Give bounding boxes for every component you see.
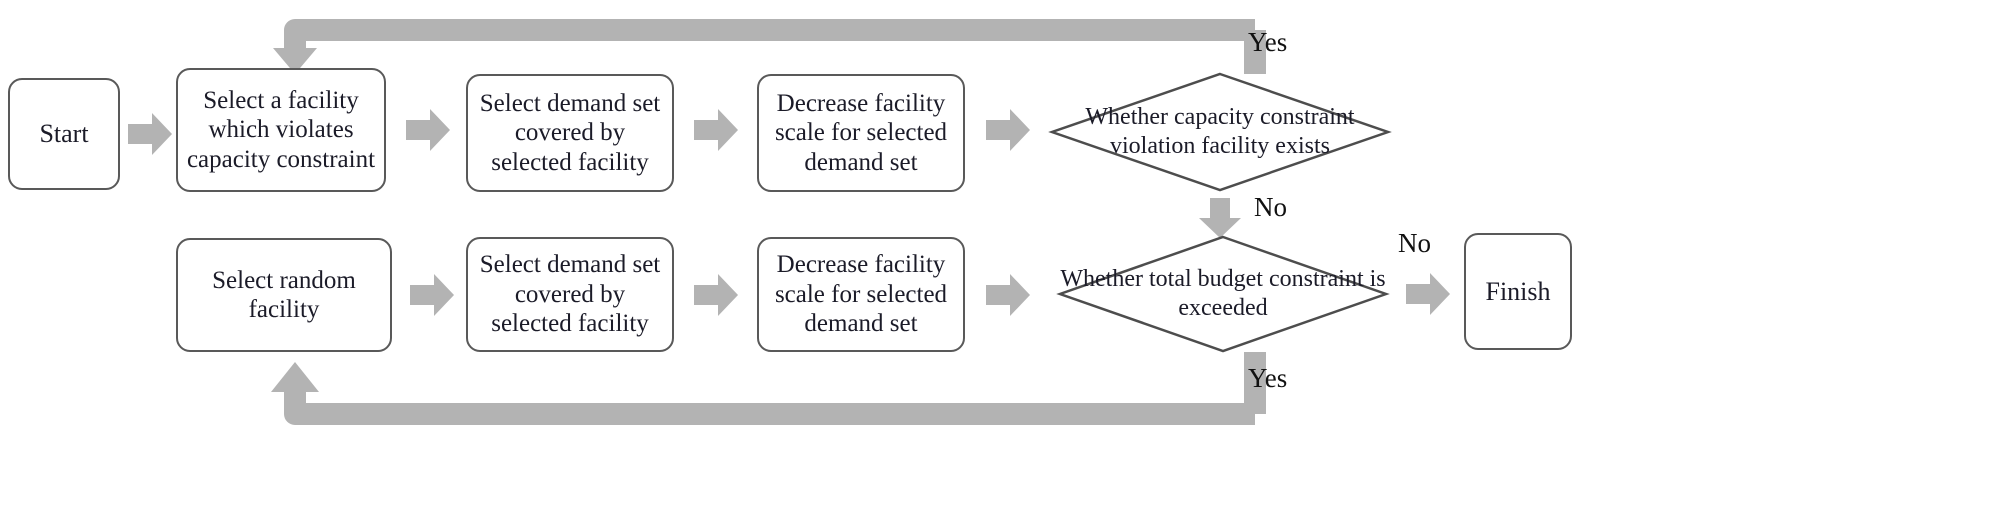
arrow-right-icon-bottom-step1-to-step2 [408, 271, 456, 319]
loop-back-arrow-bottom [255, 352, 1265, 432]
node-bottom-step2[interactable]: Select demand set covered by selected fa… [466, 237, 674, 352]
edge-label-top-loop-yes: Yes [1248, 27, 1288, 57]
node-top-step3[interactable]: Decrease facility scale for selected dem… [757, 74, 965, 192]
node-start-label: Start [39, 119, 89, 148]
node-bottom-decision[interactable]: Whether total budget constraint is excee… [1056, 235, 1390, 353]
node-bottom-step1-label: Select random facility [212, 266, 356, 324]
loop-riser-top [1222, 4, 1266, 74]
arrow-right-icon-start-to-step1 [126, 110, 174, 158]
arrow-right-icon-top-step3-to-decision [984, 106, 1032, 154]
node-top-step1-label: Select a facility which violates capacit… [186, 86, 376, 173]
node-start[interactable]: Start [8, 78, 120, 190]
edge-label-no-to-finish: No [1398, 228, 1431, 258]
node-bottom-step2-label: Select demand set covered by selected fa… [479, 251, 661, 338]
node-top-decision[interactable]: Whether capacity constraint violation fa… [1048, 72, 1392, 192]
node-finish[interactable]: Finish [1464, 233, 1572, 350]
node-top-step2-label: Select demand set covered by selected fa… [479, 89, 661, 176]
node-top-step2[interactable]: Select demand set covered by selected fa… [466, 74, 674, 192]
edge-label-bottom-loop-yes: Yes [1248, 363, 1288, 393]
loop-riser-bottom [1222, 352, 1266, 422]
arrow-right-icon-top-step2-to-step3 [692, 106, 740, 154]
node-bottom-step3[interactable]: Decrease facility scale for selected dem… [757, 237, 965, 352]
node-top-step1[interactable]: Select a facility which violates capacit… [176, 68, 386, 192]
node-top-step3-label: Decrease facility scale for selected dem… [774, 89, 948, 176]
edge-label-no-top-to-bottom: No [1254, 192, 1287, 222]
node-bottom-step3-label: Decrease facility scale for selected dem… [774, 251, 948, 338]
node-bottom-step1[interactable]: Select random facility [176, 238, 392, 352]
node-finish-label: Finish [1485, 276, 1551, 306]
arrow-right-icon-bottom-decision-to-finish [1404, 270, 1452, 318]
arrow-right-icon-top-step1-to-step2 [404, 106, 452, 154]
arrow-down-icon-top-to-bottom-no [1196, 196, 1244, 240]
arrow-right-icon-bottom-step3-to-decision [984, 271, 1032, 319]
loop-back-arrow-top [255, 4, 1265, 74]
arrow-right-icon-bottom-step2-to-step3 [692, 271, 740, 319]
